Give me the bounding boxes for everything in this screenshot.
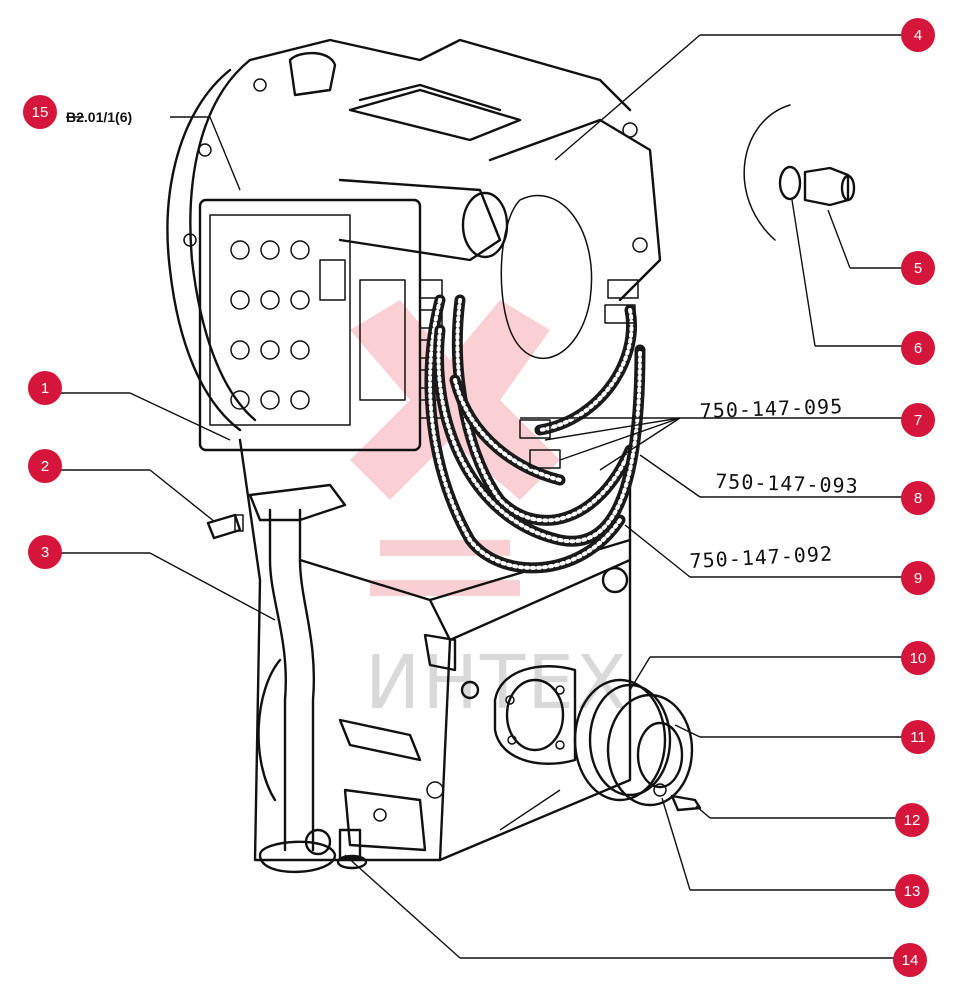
callout-number: 2 xyxy=(41,458,49,475)
handwritten-part-numbers: 750-147-095 750-147-093 750-147-092 xyxy=(689,394,859,573)
callout-badge xyxy=(901,641,935,675)
callout-badge xyxy=(901,720,935,754)
callout-number: 7 xyxy=(914,412,922,429)
pulley-assembly xyxy=(573,678,702,812)
callout-5: 5 xyxy=(901,251,935,285)
callout-number: 15 xyxy=(32,104,49,121)
callout-badge xyxy=(23,95,57,129)
callouts: 1 2 3 4 5 6 7 8 9 10 11 12 13 14 15 xyxy=(23,18,935,977)
callout-number: 10 xyxy=(910,650,927,667)
callout-14: 14 xyxy=(893,943,927,977)
callout-number: 8 xyxy=(914,490,922,507)
callout-badge xyxy=(895,874,929,908)
part-number-8: 750-147-093 xyxy=(715,469,859,498)
hydraulic-hoses xyxy=(424,279,646,574)
callout-badge xyxy=(901,251,935,285)
callout-badge xyxy=(901,481,935,515)
callout-number: 5 xyxy=(914,260,922,277)
callout-badge xyxy=(901,403,935,437)
leader-lines xyxy=(58,34,903,959)
bolt-2 xyxy=(206,513,244,540)
reference-code: B2.01/1(6) xyxy=(66,109,132,125)
callout-badge xyxy=(28,371,62,405)
callout-badge xyxy=(901,561,935,595)
callout-badge xyxy=(28,535,62,569)
callout-7: 7 xyxy=(901,403,935,437)
part-number-7: 750-147-095 xyxy=(699,394,843,423)
oil-pipe xyxy=(248,483,347,874)
callout-badge xyxy=(28,449,62,483)
callout-number: 14 xyxy=(902,952,919,969)
callout-2: 2 xyxy=(28,449,62,483)
callout-badge xyxy=(893,943,927,977)
callout-number: 11 xyxy=(910,729,926,746)
callout-8: 8 xyxy=(901,481,935,515)
callout-badge xyxy=(901,18,935,52)
fitting-14 xyxy=(336,828,368,870)
callout-number: 13 xyxy=(904,883,921,900)
part-number-9: 750-147-092 xyxy=(689,542,834,573)
callout-4: 4 xyxy=(901,18,935,52)
fitting-detail xyxy=(743,104,856,241)
callout-13: 13 xyxy=(895,874,929,908)
callout-11: 11 xyxy=(901,720,935,754)
callout-number: 1 xyxy=(41,380,49,397)
callout-number: 4 xyxy=(914,27,922,44)
callout-12: 12 xyxy=(895,803,929,837)
callout-10: 10 xyxy=(901,641,935,675)
callout-1: 1 xyxy=(28,371,62,405)
watermark-text: ИНТЕХ xyxy=(365,640,629,726)
callout-number: 9 xyxy=(914,570,922,587)
callout-badge xyxy=(895,803,929,837)
callout-6: 6 xyxy=(901,331,935,365)
callout-number: 3 xyxy=(41,544,49,561)
transmission-housing xyxy=(166,38,662,862)
callout-badge xyxy=(901,331,935,365)
callout-9: 9 xyxy=(901,561,935,595)
callout-15: 15 xyxy=(23,95,57,129)
callout-3: 3 xyxy=(28,535,62,569)
callout-number: 12 xyxy=(904,812,921,829)
callout-number: 6 xyxy=(914,340,922,357)
